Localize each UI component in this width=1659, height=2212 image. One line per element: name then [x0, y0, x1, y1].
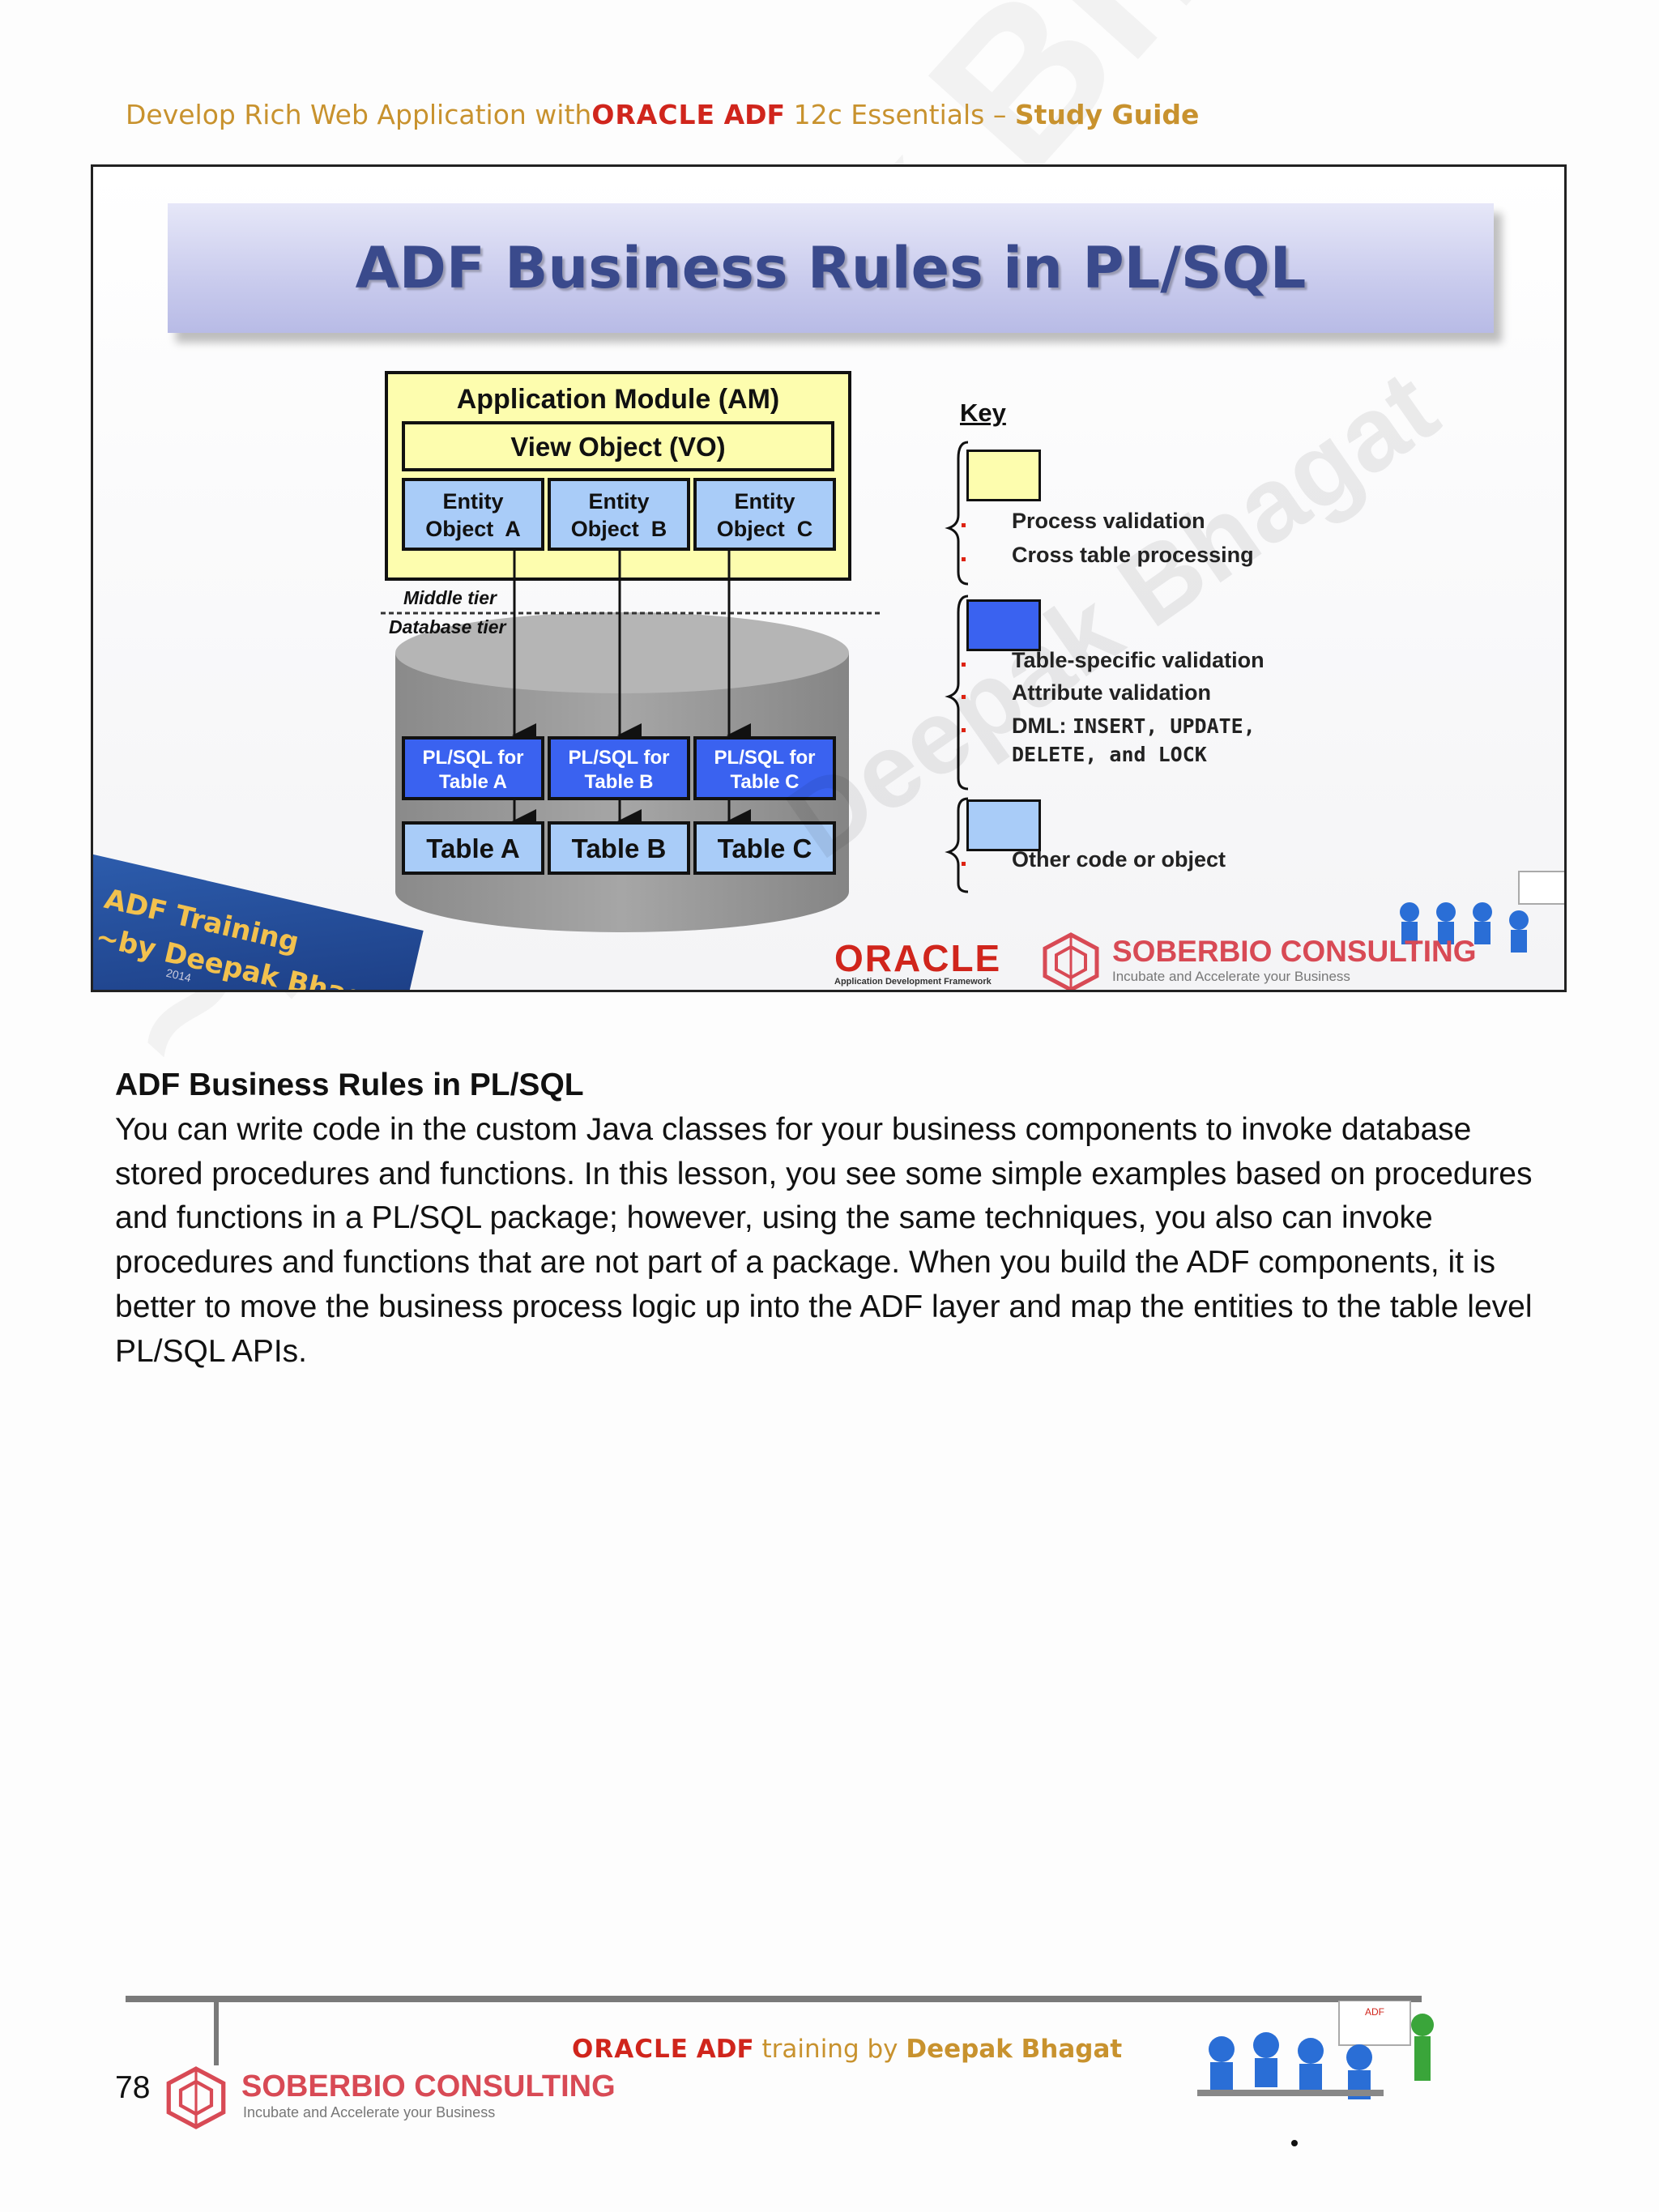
- footer-divider: [126, 1996, 1422, 2002]
- table-c-label: Table C: [718, 833, 812, 863]
- database-tier-label: Database tier: [389, 616, 507, 637]
- key-item-table-validation: Table-specific validation: [1012, 648, 1265, 672]
- footer-author: Deepak Bhagat: [906, 2035, 1123, 2064]
- am-label: Application Module (AM): [457, 384, 780, 415]
- architecture-diagram: Application Module (AM) View Object (VO)…: [381, 371, 1564, 953]
- key-dml-ops2: DELETE, and LOCK: [1012, 743, 1207, 766]
- key-bullet: [962, 728, 966, 732]
- table-a-box: Table A: [402, 821, 544, 875]
- key-item-dml-cont: DELETE, and LOCK: [1012, 742, 1207, 767]
- table-b-box: Table B: [548, 821, 690, 875]
- key-bullet: [962, 557, 966, 561]
- slide-image: ADF Business Rules in PL/SQL Application…: [91, 164, 1567, 992]
- key-item-other: Other code or object: [1012, 847, 1226, 872]
- table-b-label: Table B: [572, 833, 667, 863]
- footer-adf-sign: ADF: [1365, 2006, 1384, 2018]
- view-object-box: [402, 421, 834, 471]
- plsql-a-line1: PL/SQL for: [423, 747, 524, 769]
- footer-training-credit: ORACLE ADF training by Deepak Bhagat: [572, 2035, 1122, 2064]
- footer-divider-vertical: [214, 1996, 219, 2065]
- key-swatch-blue: [966, 599, 1041, 651]
- footer-oracle-logo: ORACLE: [572, 2035, 689, 2064]
- entity-b-line2: Object B: [571, 517, 667, 541]
- key-swatch-yellow: [966, 450, 1041, 501]
- stray-dot: [1291, 2140, 1298, 2146]
- plsql-a-line2: Table A: [439, 771, 507, 793]
- middle-tier-label: Middle tier: [403, 587, 497, 608]
- table-c-box: Table C: [693, 821, 836, 875]
- key-bullet: [962, 523, 966, 527]
- key-dml-label: DML:: [1012, 714, 1067, 738]
- footer-soberbio-icon: [166, 2066, 226, 2129]
- slide-oracle-subtitle: Application Development Framework: [834, 977, 992, 987]
- slide-title-bar: ADF Business Rules in PL/SQL: [168, 203, 1494, 333]
- footer-training-by: training by: [761, 2035, 898, 2064]
- plsql-table-b: PL/SQL for Table B: [548, 736, 690, 800]
- header-study-guide: Study Guide: [1014, 99, 1200, 130]
- plsql-c-line2: Table C: [731, 771, 800, 793]
- content-heading: ADF Business Rules in PL/SQL: [115, 1068, 584, 1102]
- key-item-attribute-validation: Attribute validation: [1012, 680, 1212, 705]
- slide-oracle-logo: ORACLE: [834, 937, 1002, 979]
- entity-b-line1: Entity: [588, 489, 649, 514]
- content-paragraph: You can write code in the custom Java cl…: [115, 1112, 1533, 1369]
- key-swatch-lightblue: [966, 799, 1041, 851]
- key-bracket-1: [945, 441, 969, 586]
- key-bracket-3: [945, 797, 969, 893]
- footer-training-figure-icon: ADF: [1197, 2001, 1434, 2099]
- slide-title: ADF Business Rules in PL/SQL: [355, 235, 1307, 301]
- soberbio-logo-icon: [1043, 932, 1099, 990]
- header-adf: ADF: [723, 99, 786, 130]
- entity-a-line2: Object A: [425, 517, 521, 541]
- key-bracket-2: [945, 595, 969, 791]
- page-number: 78: [115, 2070, 151, 2105]
- plsql-table-a: PL/SQL for Table A: [402, 736, 544, 800]
- footer-consulting-tagline: Incubate and Accelerate your Business: [243, 2104, 496, 2120]
- key-title: Key: [960, 399, 1006, 427]
- entity-object-a: Entity Object A: [402, 478, 544, 551]
- slide-consulting-tagline: Incubate and Accelerate your Business: [1112, 969, 1350, 984]
- plsql-b-line1: PL/SQL for: [569, 747, 670, 769]
- page-header: Develop Rich Web Application withORACLE …: [126, 99, 1199, 130]
- training-figure-icon: [1400, 871, 1564, 953]
- entity-c-line2: Object C: [717, 517, 813, 541]
- entity-object-b: Entity Object B: [548, 478, 690, 551]
- plsql-b-line2: Table B: [585, 771, 654, 793]
- entity-a-line1: Entity: [442, 489, 503, 514]
- header-oracle-logo: ORACLE: [591, 99, 716, 130]
- header-suffix: 12c Essentials –: [793, 99, 1007, 130]
- key-item-process-validation: Process validation: [1012, 509, 1205, 533]
- plsql-table-c: PL/SQL for Table C: [693, 736, 836, 800]
- key-bullet: [962, 663, 966, 667]
- key-item-dml: DML: INSERT, UPDATE,: [1012, 714, 1256, 739]
- footer-consulting-name: SOBERBIO CONSULTING: [241, 2069, 616, 2103]
- footer-adf: ADF: [696, 2035, 754, 2064]
- slide-consulting-name: SOBERBIO CONSULTING: [1112, 935, 1477, 968]
- vo-label: View Object (VO): [510, 432, 725, 462]
- key-item-cross-table: Cross table processing: [1012, 543, 1254, 567]
- entity-object-c: Entity Object C: [693, 478, 836, 551]
- header-prefix: Develop Rich Web Application with: [126, 99, 592, 130]
- key-bullet: [962, 862, 966, 866]
- key-dml-ops1: INSERT, UPDATE,: [1073, 714, 1256, 738]
- table-a-label: Table A: [426, 833, 520, 863]
- key-bullet: [962, 695, 966, 699]
- plsql-c-line1: PL/SQL for: [714, 747, 816, 769]
- entity-c-line1: Entity: [734, 489, 795, 514]
